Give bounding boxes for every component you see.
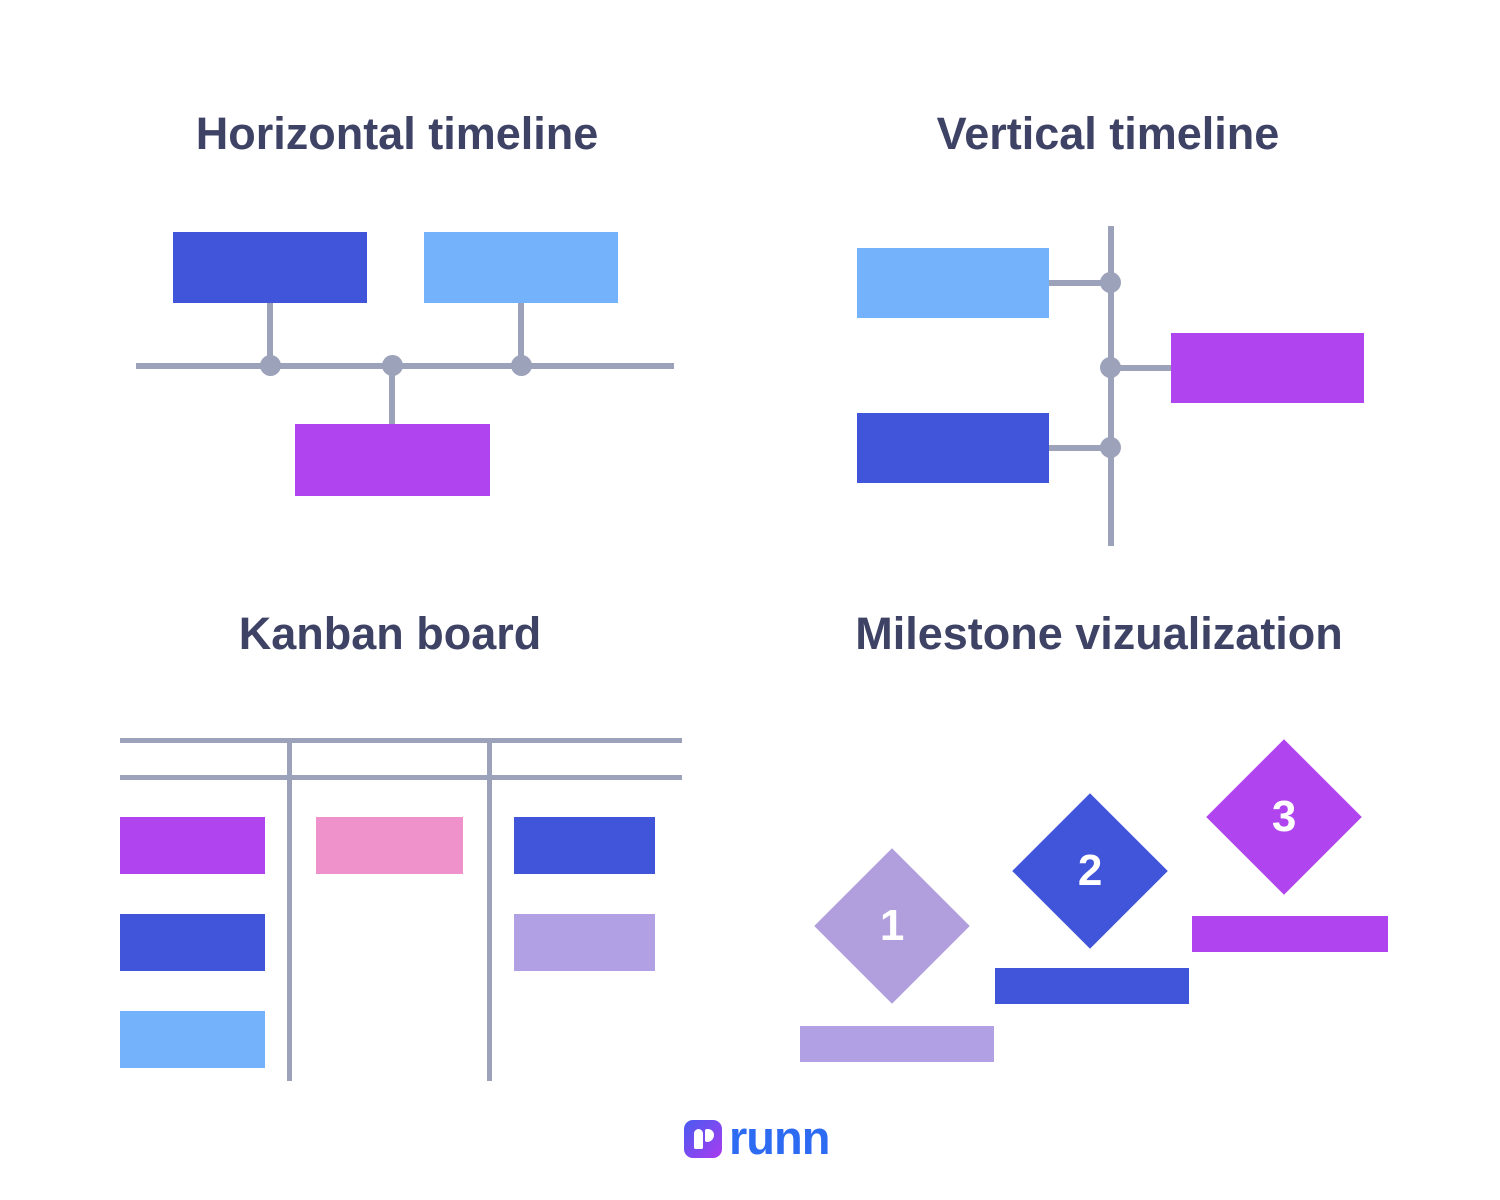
kanban-header-line-bottom xyxy=(120,775,682,780)
v-timeline-node-dot xyxy=(1100,357,1121,378)
v-timeline-connector-stem xyxy=(1049,280,1111,286)
h-timeline-node-dot xyxy=(260,355,281,376)
milestone-diamond-1: 1 xyxy=(814,848,970,1004)
milestone-bar-2 xyxy=(995,968,1189,1004)
milestone-diamond-3: 3 xyxy=(1206,739,1362,895)
h-timeline-event-purple xyxy=(295,424,490,496)
v-timeline-connector-stem xyxy=(1111,365,1171,371)
kanban-card-pink xyxy=(316,817,463,874)
h-timeline-connector-stem xyxy=(389,366,395,424)
kanban-column-divider xyxy=(287,738,292,1081)
runn-r-glyph-arm-icon xyxy=(705,1129,714,1142)
v-timeline-node-dot xyxy=(1100,272,1121,293)
v-timeline-event-purple xyxy=(1171,333,1364,403)
h-timeline-event-light-blue xyxy=(424,232,618,303)
milestone-visualization-title: Milestone vizualization xyxy=(855,608,1343,659)
h-timeline-axis xyxy=(136,363,674,369)
h-timeline-connector-stem xyxy=(518,303,524,366)
vertical-timeline-title: Vertical timeline xyxy=(936,108,1280,159)
milestone-number-1: 1 xyxy=(879,900,905,950)
milestone-number-2: 2 xyxy=(1077,845,1103,895)
runn-logo-text: runn xyxy=(729,1111,830,1164)
h-timeline-node-dot xyxy=(382,355,403,376)
runn-logo: runn xyxy=(0,1108,1500,1168)
v-timeline-connector-stem xyxy=(1049,445,1111,451)
milestone-bar-1 xyxy=(800,1026,994,1062)
milestone-diamond-2: 2 xyxy=(1012,793,1168,949)
kanban-header-line-top xyxy=(120,738,682,743)
kanban-card-royal-blue xyxy=(514,817,655,874)
kanban-card-lavender xyxy=(514,914,655,971)
milestone-number-3: 3 xyxy=(1271,791,1297,841)
h-timeline-event-royal-blue xyxy=(173,232,367,303)
kanban-card-purple xyxy=(120,817,265,874)
milestone-bar-3 xyxy=(1192,916,1388,952)
kanban-card-light-blue xyxy=(120,1011,265,1068)
runn-logo-icon xyxy=(684,1120,722,1158)
h-timeline-node-dot xyxy=(511,355,532,376)
kanban-column-divider xyxy=(487,738,492,1081)
v-timeline-event-royal-blue xyxy=(857,413,1049,483)
v-timeline-node-dot xyxy=(1100,437,1121,458)
v-timeline-axis xyxy=(1108,226,1114,546)
h-timeline-connector-stem xyxy=(267,303,273,366)
runn-r-glyph-stem-icon xyxy=(694,1129,703,1149)
horizontal-timeline-title: Horizontal timeline xyxy=(195,108,599,159)
v-timeline-event-light-blue xyxy=(857,248,1049,318)
kanban-board-title: Kanban board xyxy=(238,608,542,659)
kanban-card-royal-blue xyxy=(120,914,265,971)
